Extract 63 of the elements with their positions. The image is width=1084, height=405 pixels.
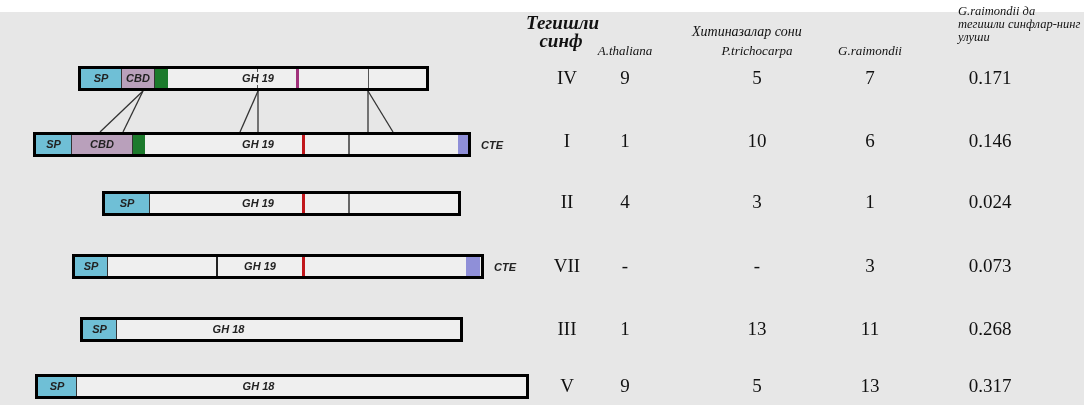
domain-region: GH 19	[218, 257, 302, 276]
protein-bar	[102, 191, 461, 216]
domain-segment: SP	[83, 320, 117, 339]
table-value: -	[753, 253, 761, 278]
table-value: VII	[553, 253, 581, 278]
column-header: A.thaliana	[597, 42, 653, 60]
table-value: II	[560, 189, 574, 214]
terminal-extension-label: CTE	[494, 260, 516, 275]
table-value: 0.073	[968, 253, 1012, 278]
table-value: 1	[865, 189, 875, 214]
connector-line	[367, 90, 369, 133]
table-value: -	[621, 253, 629, 278]
protein-bar	[35, 374, 529, 399]
table-value: V	[560, 373, 574, 398]
domain-segment: SP	[75, 257, 108, 276]
table-value: 6	[865, 128, 875, 153]
domain-region: GH 19	[168, 69, 348, 88]
connector-line	[367, 90, 394, 133]
table-value: 5	[752, 65, 762, 90]
column-header: Хитиназалар сони	[692, 23, 802, 41]
table-value: 9	[620, 373, 630, 398]
domain-region: GH 19	[145, 135, 371, 154]
table-value: 0.146	[968, 128, 1012, 153]
terminal-extension-label: CTE	[481, 138, 503, 153]
table-value: 3	[752, 189, 762, 214]
protein-bar	[80, 317, 463, 342]
table-value: 1	[620, 316, 630, 341]
column-header: G.raimondii да тегишли синфлар-нинг улуши	[958, 5, 1082, 45]
table-value: 13	[860, 373, 880, 398]
domain-segment: CBD	[72, 135, 133, 154]
table-value: 3	[865, 253, 875, 278]
table-value: 0.317	[968, 373, 1012, 398]
table-value: III	[557, 316, 577, 341]
domain-region: GH 19	[150, 194, 366, 213]
table-value: 5	[752, 373, 762, 398]
table-value: 10	[747, 128, 767, 153]
domain-segment: SP	[36, 135, 72, 154]
table-value: IV	[556, 65, 578, 90]
table-value: I	[563, 128, 571, 153]
domain-region: GH 18	[77, 377, 440, 396]
protein-bar	[78, 66, 429, 91]
protein-bar	[72, 254, 484, 279]
table-value: 0.268	[968, 316, 1012, 341]
table-value: 0.171	[968, 65, 1012, 90]
table-value: 4	[620, 189, 630, 214]
connector-line	[99, 90, 144, 133]
domain-segment: CBD	[122, 69, 155, 88]
table-value: 1	[620, 128, 630, 153]
connector-line	[239, 90, 259, 133]
domain-segment: SP	[105, 194, 150, 213]
table-value: 9	[620, 65, 630, 90]
table-value: 7	[865, 65, 875, 90]
table-value: 13	[747, 316, 767, 341]
table-value: 11	[860, 316, 880, 341]
column-header: P.trichocarpa	[721, 42, 793, 60]
connector-line	[257, 90, 259, 133]
table-value: 0.024	[968, 189, 1012, 214]
column-header: G.raimondii	[838, 42, 902, 60]
domain-segment: SP	[38, 377, 77, 396]
connector-line	[122, 90, 144, 133]
protein-bar	[33, 132, 471, 157]
domain-region: GH 18	[117, 320, 340, 339]
domain-segment: SP	[81, 69, 122, 88]
